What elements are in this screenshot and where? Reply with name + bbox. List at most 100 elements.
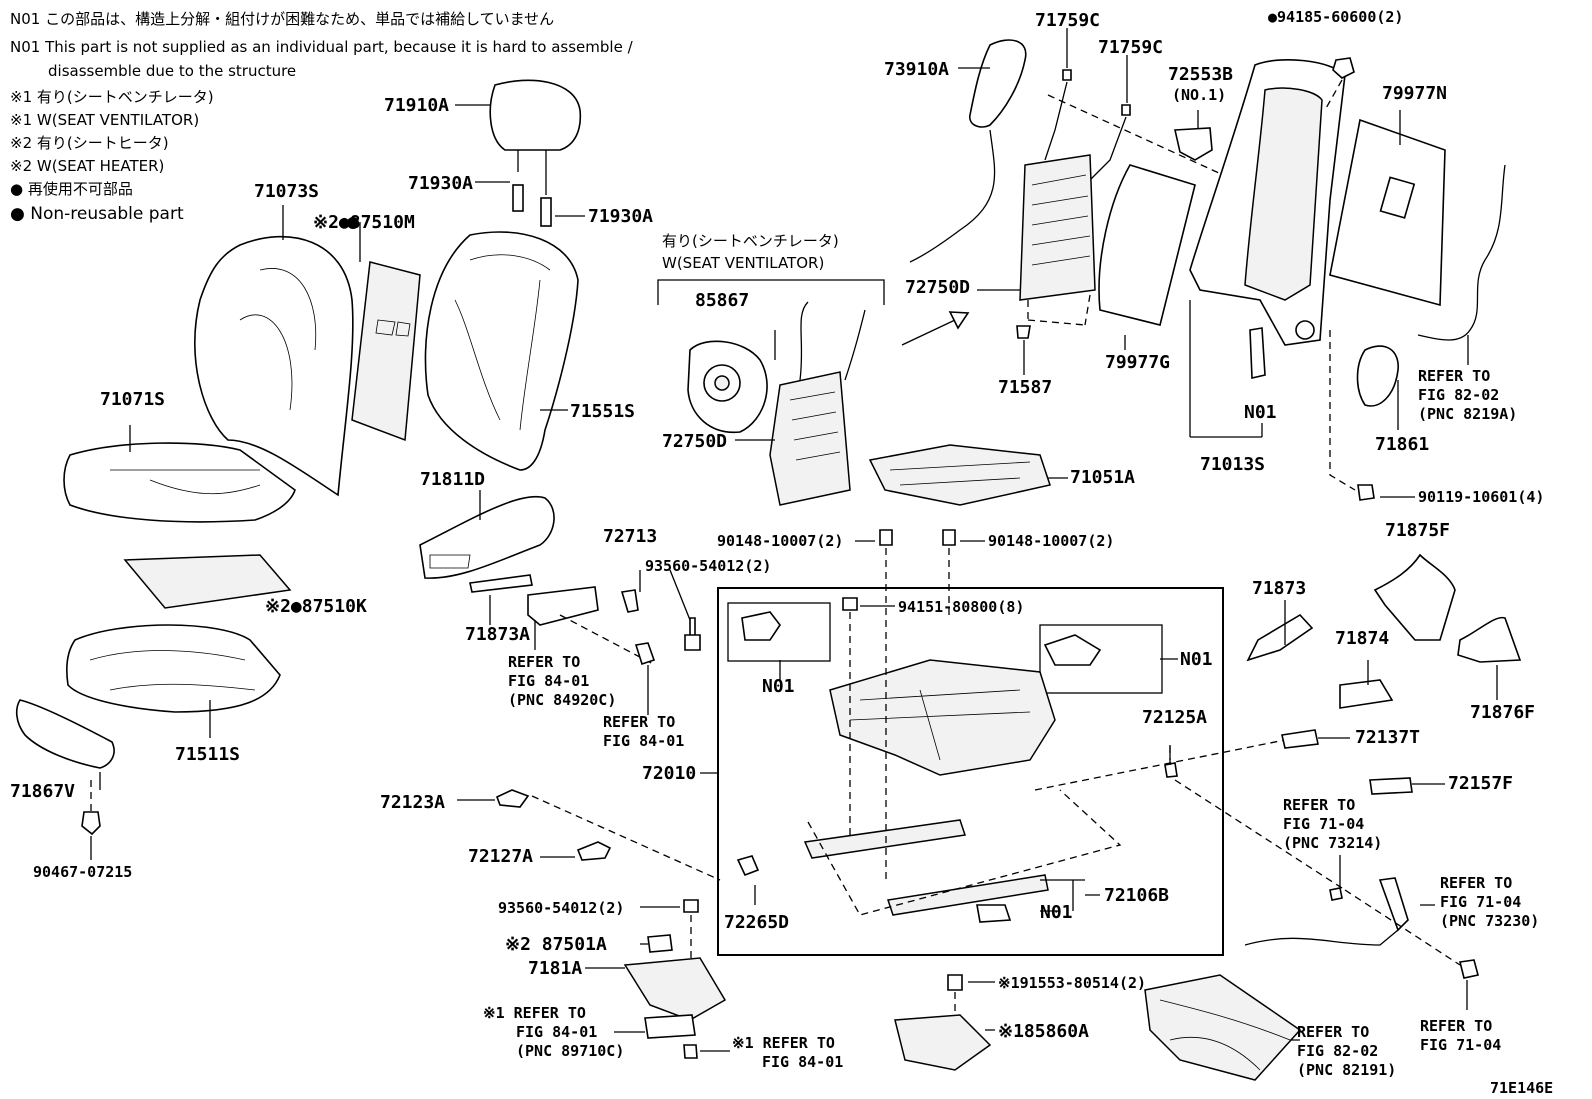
label-87510K: ※2●87510K <box>265 596 367 617</box>
label-71930A-2: 71930A <box>588 206 653 227</box>
track-bracket-71051a-shape <box>868 444 1051 506</box>
clip-71587-shape <box>1016 325 1031 339</box>
bracket-71874-shape <box>1339 679 1394 709</box>
label-90148-10007-2: 90148-10007(2) <box>988 532 1114 550</box>
harness-82191-shape <box>1144 974 1302 1081</box>
label-71071S: 71071S <box>100 389 165 410</box>
ref-82191-line2: FIG 82-02 <box>1297 1042 1378 1060</box>
side-cover-71811d-shape <box>419 495 555 579</box>
motor-n01-b-box <box>727 602 831 662</box>
seatback-cover-shape <box>194 235 354 497</box>
motor-n01-d-shape <box>976 904 1012 923</box>
ventilator-label-jp: 有り(シートベンチレータ) <box>662 232 839 250</box>
label-n01-d: N01 <box>1040 902 1073 923</box>
ref-89710c-line3: (PNC 89710C) <box>516 1042 624 1060</box>
label-71511S: 71511S <box>175 744 240 765</box>
nut-94185-shape <box>1332 57 1355 79</box>
headrest-support-1-shape <box>512 184 524 212</box>
label-71861: 71861 <box>1375 434 1429 455</box>
label-71073S: 71073S <box>254 181 319 202</box>
label-73910A: 73910A <box>884 59 949 80</box>
label-72265D: 72265D <box>724 912 789 933</box>
ref-73230-line3: (PNC 73230) <box>1440 912 1539 930</box>
seat-adjuster-72010-shape <box>829 659 1056 776</box>
clip-71759c-1-shape <box>1062 69 1072 81</box>
nut-7104-shape <box>1459 959 1479 979</box>
nonreusable-mark-87510M <box>347 217 359 229</box>
ref-8219a-line1: REFER TO <box>1418 367 1490 385</box>
label-72750D-a: 72750D <box>662 431 727 452</box>
label-71876F: 71876F <box>1470 702 1535 723</box>
ref-84920c-line2: FIG 84-01 <box>508 672 589 690</box>
label-85860A: ※185860A <box>998 1021 1089 1042</box>
label-71759C-2: 71759C <box>1098 37 1163 58</box>
label-93560-54012-a: 93560-54012(2) <box>645 557 771 575</box>
seat-heater-cushion-shape <box>123 554 292 609</box>
ventilator-duct-72750d-b-shape <box>1019 154 1096 301</box>
ref-84920c-line1: REFER TO <box>508 653 580 671</box>
label-71051A: 71051A <box>1070 467 1135 488</box>
label-94185-60600: ●94185-60600(2) <box>1268 8 1403 26</box>
label-n01-a: N01 <box>1244 402 1277 423</box>
label-79977N: 79977N <box>1382 83 1447 104</box>
label-71587: 71587 <box>998 377 1052 398</box>
label-90467-07215: 90467-07215 <box>33 863 132 881</box>
label-72010: 72010 <box>642 763 696 784</box>
label-93560-54012-b: 93560-54012(2) <box>498 899 624 917</box>
label-72137T: 72137T <box>1355 727 1420 748</box>
bolt-94151-shape <box>842 597 858 611</box>
clip-72125a-shape <box>1164 762 1178 778</box>
shield-71867v-shape <box>15 699 115 769</box>
label-71873: 71873 <box>1252 578 1306 599</box>
cover-72137t-shape <box>1281 729 1319 749</box>
screw-84-01-shape <box>634 642 656 666</box>
seat-adjuster-frame-box <box>717 587 1224 956</box>
label-72553B-no1: (NO.1) <box>1172 86 1226 104</box>
label-n01-b: N01 <box>762 676 795 697</box>
label-71930A-1: 71930A <box>408 173 473 194</box>
bracket-72123a-shape <box>495 789 530 808</box>
ref-8219a-line3: (PNC 8219A) <box>1418 405 1517 423</box>
clip-71759c-2-shape <box>1121 104 1131 116</box>
ref-71-04-line2: FIG 71-04 <box>1420 1036 1501 1054</box>
label-7181A: 7181A <box>528 958 582 979</box>
label-72750D-b: 72750D <box>905 277 970 298</box>
seat-cushion-pad-shape <box>66 624 281 713</box>
note-n01-en: N01 This part is not supplied as an indi… <box>10 38 633 56</box>
label-n01-c: N01 <box>1180 649 1213 670</box>
ref-84-01-line2: FIG 84-01 <box>603 732 684 750</box>
label-71013S: 71013S <box>1200 454 1265 475</box>
note-vent-jp: ※1 有り(シートベンチレータ) <box>10 88 214 106</box>
clip-73214-shape <box>1329 887 1343 901</box>
ref-73230-line2: FIG 71-04 <box>1440 893 1521 911</box>
label-87501A: ※2 87501A <box>505 934 607 955</box>
ref-73214-line3: (PNC 73214) <box>1283 834 1382 852</box>
label-71867V: 71867V <box>10 781 75 802</box>
screw-93560-a-shape <box>684 617 701 651</box>
ventilator-duct-72750d-shape <box>769 371 851 506</box>
label-72127A: 72127A <box>468 846 533 867</box>
cover-71876f-shape <box>1457 616 1522 663</box>
bracket-72127a-shape <box>576 841 612 861</box>
ref-73214-line2: FIG 71-04 <box>1283 815 1364 833</box>
figure-id: 71E146E <box>1490 1079 1553 1097</box>
note-n01-jp: N01 この部品は、構造上分解・組付けが困難なため、単品では補給していません <box>10 10 555 28</box>
cover-72265d-shape <box>736 855 760 877</box>
ref-73214-line1: REFER TO <box>1283 796 1355 814</box>
bolt-90148-1-shape <box>879 529 893 546</box>
harness-8219a <box>1417 164 1506 341</box>
label-72713: 72713 <box>603 526 657 547</box>
bolt-90119-shape <box>1357 484 1375 501</box>
label-191553-80514: ※191553-80514(2) <box>998 974 1146 992</box>
ref-84920c-line3: (PNC 84920C) <box>508 691 616 709</box>
module-89710c-shape <box>644 1014 696 1039</box>
note-heater-en: ※2 W(SEAT HEATER) <box>10 157 165 175</box>
bolt-90148-2-shape <box>942 529 956 546</box>
bracket-71873-shape <box>1246 613 1314 662</box>
airbag-73910a-shape <box>969 39 1027 128</box>
ecu-85860a-shape <box>894 1014 992 1071</box>
clip-90467-shape <box>81 811 101 836</box>
label-94151-80800: 94151-80800(8) <box>898 598 1024 616</box>
pad-79977g-shape <box>1098 164 1196 326</box>
